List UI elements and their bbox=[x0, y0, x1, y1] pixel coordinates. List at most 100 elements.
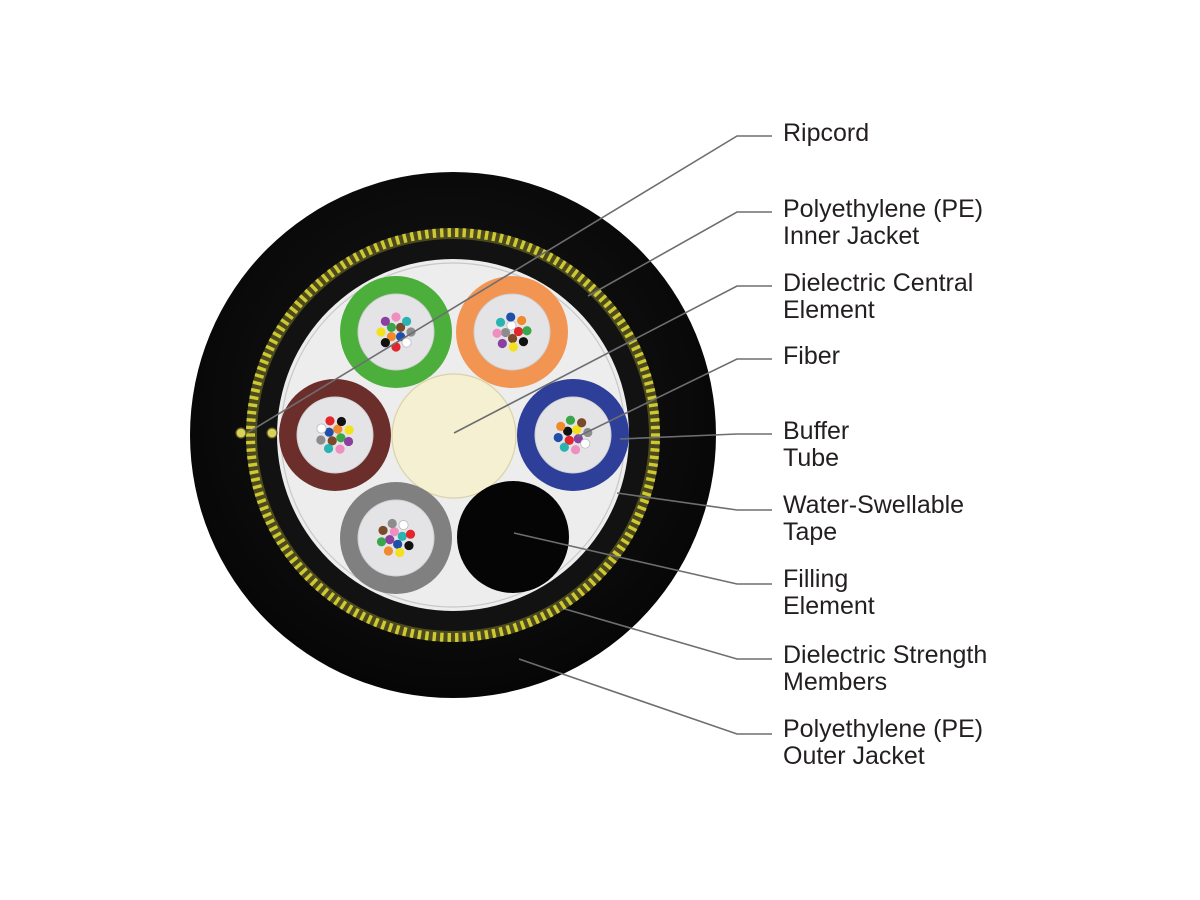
yarn-stripe bbox=[603, 561, 613, 571]
yarn-stripe bbox=[256, 498, 267, 505]
yarn-stripe bbox=[247, 455, 257, 460]
yarn-stripe bbox=[624, 531, 634, 539]
yarn-stripe bbox=[505, 235, 512, 246]
callout-strength-members: Dielectric Strength Members bbox=[564, 608, 987, 696]
yarn-stripe bbox=[616, 543, 626, 552]
yarn-stripe bbox=[284, 550, 294, 559]
yarn-stripe bbox=[280, 318, 290, 327]
label-inner-jacket-line-2: Inner Jacket bbox=[783, 222, 919, 250]
fiber bbox=[580, 438, 591, 449]
fiber bbox=[572, 425, 582, 435]
yarn-stripe bbox=[409, 231, 415, 242]
yarn-stripe bbox=[624, 331, 634, 339]
yarn-stripe bbox=[552, 604, 561, 614]
fiber bbox=[336, 433, 346, 443]
fiber bbox=[506, 312, 516, 322]
yarn-stripe bbox=[304, 288, 313, 298]
yarn-stripe bbox=[276, 324, 286, 333]
callout-buffer-tube: Buffer Tube bbox=[619, 417, 849, 472]
yarn-stripe bbox=[252, 380, 263, 386]
yarn-stripe bbox=[645, 387, 656, 394]
yarn-stripe bbox=[484, 629, 489, 640]
yarn-stripe bbox=[256, 365, 267, 372]
fiber bbox=[336, 416, 347, 427]
fiber bbox=[404, 540, 414, 551]
yarn-stripe bbox=[498, 626, 504, 637]
yarn-stripe bbox=[246, 447, 256, 452]
fiber bbox=[565, 415, 576, 425]
yarn-stripe bbox=[293, 561, 303, 571]
fiber bbox=[507, 333, 518, 344]
fiber bbox=[324, 427, 334, 437]
yarn-stripe bbox=[259, 504, 269, 512]
label-outer-jacket: Polyethylene (PE) Outer Jacket bbox=[783, 715, 990, 770]
yarn-stripe bbox=[565, 596, 573, 606]
yarn-stripe bbox=[607, 305, 617, 315]
buffer-tube-gel bbox=[357, 293, 435, 371]
yarn-stripe bbox=[289, 555, 299, 565]
yarn-stripe bbox=[298, 294, 308, 303]
leader-line-fiber bbox=[576, 358, 772, 438]
yarn-stripe bbox=[512, 237, 519, 248]
fiber bbox=[387, 518, 397, 529]
yarn-stripe bbox=[620, 537, 630, 546]
yarn-stripe bbox=[603, 299, 613, 309]
yarn-stripe bbox=[315, 278, 324, 288]
yarn-stripe bbox=[432, 631, 437, 642]
yarn-stripe bbox=[649, 410, 659, 415]
cable-cross-section bbox=[190, 172, 716, 698]
yarn-stripe bbox=[639, 365, 650, 372]
fiber bbox=[391, 312, 401, 322]
yarn-stripe bbox=[254, 491, 265, 497]
yarn-stripe bbox=[309, 283, 319, 293]
yarn-stripe bbox=[272, 331, 282, 339]
yarn-stripe bbox=[333, 596, 341, 606]
yarn-stripe bbox=[402, 626, 408, 637]
yarn-stripe bbox=[315, 582, 324, 592]
yarn-stripe bbox=[558, 600, 567, 610]
yarn-stripe bbox=[582, 278, 591, 288]
fiber bbox=[506, 320, 517, 331]
yarn-stripe bbox=[539, 611, 547, 622]
label-filling-element: Filling Element bbox=[783, 565, 875, 620]
yarn-stripe bbox=[250, 387, 261, 394]
yarn-stripe bbox=[593, 572, 602, 582]
yarn-stripe bbox=[558, 260, 567, 270]
yarn-stripe bbox=[424, 229, 430, 239]
yarn-stripe bbox=[570, 268, 580, 279]
label-fiber: Fiber bbox=[783, 342, 840, 370]
leader-line-buffer-tube bbox=[619, 433, 772, 440]
fiber bbox=[383, 546, 394, 556]
callouts: Ripcord Polyethylene (PE) Inner Jacket D… bbox=[246, 119, 990, 770]
yarn-stripe bbox=[366, 245, 373, 256]
fiber bbox=[325, 416, 335, 426]
yarn-stripe bbox=[634, 511, 644, 519]
yarn-stripe bbox=[641, 373, 652, 379]
yarn-stripe bbox=[339, 600, 348, 610]
yarn-stripe bbox=[593, 288, 602, 298]
yarn-stripe bbox=[276, 537, 286, 546]
fiber bbox=[401, 337, 412, 348]
yarn-stripe bbox=[576, 273, 586, 283]
yarn-stripe bbox=[320, 273, 330, 283]
yarn-stripe bbox=[631, 344, 641, 352]
yarn-stripe bbox=[284, 311, 294, 320]
callout-ripcord: Ripcord bbox=[246, 119, 869, 434]
fiber bbox=[323, 443, 334, 454]
label-central-element: Dielectric Central Element bbox=[783, 269, 980, 324]
yarn-stripe bbox=[380, 240, 387, 250]
callout-filling-element: Filling Element bbox=[513, 532, 875, 620]
yarn-stripe bbox=[607, 555, 617, 565]
fiber bbox=[577, 418, 587, 428]
fiber bbox=[343, 436, 354, 447]
ripcord-outer bbox=[235, 427, 247, 439]
yarn-stripe bbox=[352, 252, 360, 262]
ripcord-inner bbox=[266, 427, 278, 439]
yarn-stripe bbox=[648, 462, 658, 468]
fiber bbox=[335, 444, 345, 454]
yarn-stripe bbox=[432, 228, 437, 239]
buffer-tube bbox=[279, 379, 391, 491]
yarn-stripe bbox=[647, 469, 657, 475]
fiber bbox=[376, 327, 386, 337]
yarn-stripe bbox=[484, 230, 489, 241]
